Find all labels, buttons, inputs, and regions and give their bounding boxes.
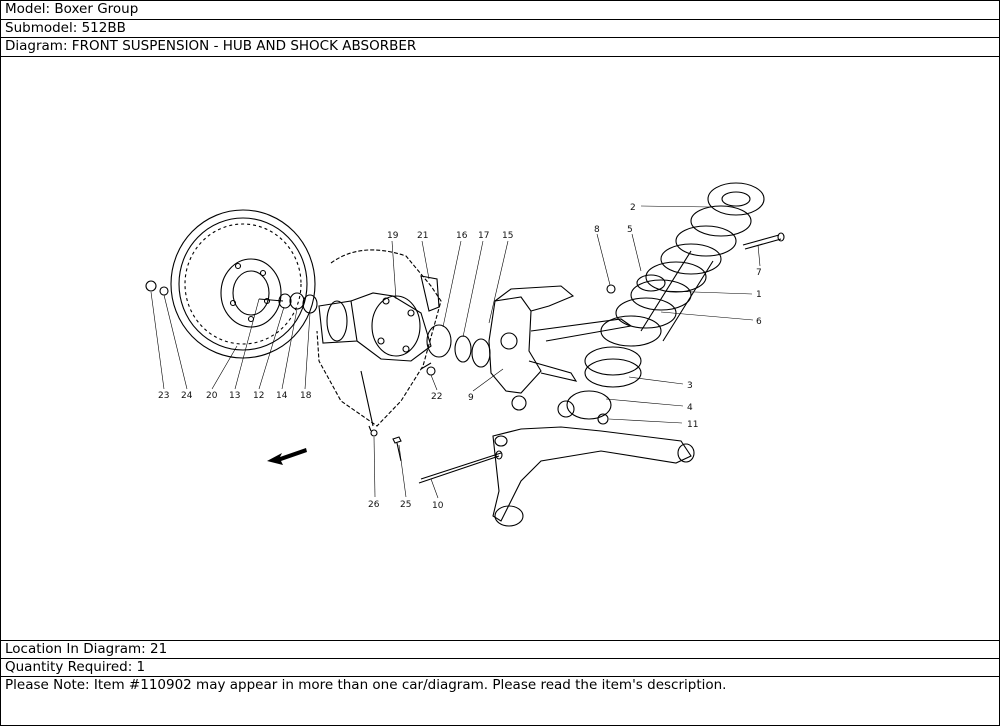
callout-labels: 1 2 3 4 5 6 7 8 9 10 11 12 13 14 15 16 1… — [158, 203, 762, 511]
callout-17: 17 — [478, 231, 489, 241]
callout-7: 7 — [756, 268, 762, 278]
note-line: Please Note: Item #110902 may appear in … — [5, 677, 727, 693]
callout-5: 5 — [627, 225, 633, 235]
callout-18: 18 — [300, 391, 312, 401]
callout-22: 22 — [431, 392, 442, 402]
direction-arrow — [267, 448, 307, 465]
callout-15: 15 — [502, 231, 513, 241]
leader-lines — [150, 205, 761, 499]
suspension-illustration: 1 2 3 4 5 6 7 8 9 10 11 12 13 14 15 16 1… — [145, 182, 785, 527]
bolt-7 — [742, 234, 782, 250]
upright — [488, 296, 542, 394]
brake-disc — [170, 209, 316, 359]
model-line: Model: Boxer Group — [1, 1, 999, 20]
callout-1: 1 — [756, 290, 762, 300]
callout-21: 21 — [417, 231, 428, 241]
stub-axle — [318, 300, 358, 344]
callout-16: 16 — [456, 231, 468, 241]
nut-11 — [597, 413, 609, 425]
callout-19: 19 — [387, 231, 399, 241]
lower-mount — [566, 390, 612, 420]
callout-23: 23 — [158, 391, 169, 401]
callout-6: 6 — [756, 317, 762, 327]
callout-10: 10 — [432, 501, 444, 511]
nut-23 — [145, 280, 157, 292]
nut-8 — [606, 284, 616, 294]
callout-2: 2 — [630, 203, 636, 213]
washer-26 — [370, 429, 378, 437]
callout-8: 8 — [594, 225, 600, 235]
callout-24: 24 — [181, 391, 193, 401]
diagram-title: Diagram: FRONT SUSPENSION - HUB AND SHOC… — [1, 38, 999, 57]
callout-12: 12 — [253, 391, 264, 401]
location-line: Location In Diagram: 21 — [1, 641, 999, 659]
bolt-10 — [418, 452, 502, 484]
callout-14: 14 — [276, 391, 288, 401]
callout-13: 13 — [229, 391, 240, 401]
callout-26: 26 — [368, 500, 380, 510]
callout-11: 11 — [687, 420, 698, 430]
upper-wishbone — [494, 285, 575, 312]
submodel-line: Submodel: 512BB — [1, 20, 999, 38]
callout-4: 4 — [687, 403, 693, 413]
callout-3: 3 — [687, 381, 693, 391]
quantity-line: Quantity Required: 1 — [1, 659, 999, 677]
lower-wishbone — [492, 426, 692, 522]
callout-20: 20 — [206, 391, 218, 401]
exploded-diagram: 1 2 3 4 5 6 7 8 9 10 11 12 13 14 15 16 1… — [1, 57, 999, 641]
bolt-25 — [392, 436, 402, 444]
callout-25: 25 — [400, 500, 411, 510]
washer-24 — [159, 286, 169, 296]
coil-over-shock — [557, 182, 765, 420]
illustration-linework — [145, 182, 785, 527]
seal-16 — [454, 335, 472, 363]
seal-17 — [471, 338, 491, 368]
callout-9: 9 — [468, 393, 474, 403]
hub — [371, 295, 421, 357]
dust-shield — [316, 249, 442, 427]
